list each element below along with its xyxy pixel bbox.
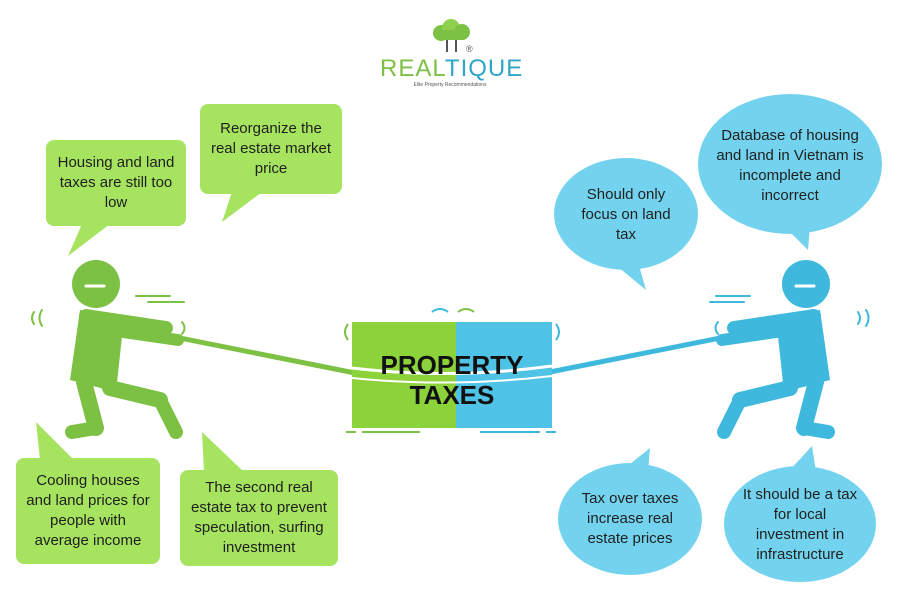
bubble-shape-land-tax	[554, 158, 698, 290]
bubble-shape-reorganize	[200, 104, 342, 222]
bubble-shape-local-investment	[724, 446, 876, 582]
title-line-1: PROPERTY	[380, 350, 524, 380]
right-bubble-shapes	[554, 94, 882, 582]
left-bubble-shapes	[16, 104, 342, 566]
bubble-second-tax: The second real estate tax to prevent sp…	[191, 479, 327, 556]
bubble-local-investment: It should be a tax for local investment …	[742, 486, 858, 563]
title-line-2: TAXES	[409, 380, 495, 410]
bubble-shape-housing-taxes	[46, 140, 186, 256]
bubble-cooling-prices: Cooling houses and land prices for peopl…	[26, 472, 150, 549]
bubble-shape-tax-over-taxes	[558, 448, 702, 575]
bubble-shape-cooling	[16, 422, 160, 564]
logo-brand-part2: TIQUE	[444, 55, 524, 82]
bubble-tax-over-taxes: Tax over taxes increase real estate pric…	[581, 490, 679, 547]
registered-mark: ®	[466, 44, 473, 54]
right-figure-icon	[709, 260, 870, 439]
bubble-shape-second-tax	[180, 432, 338, 566]
logo-tagline: Elite Property Recommendations	[413, 82, 487, 88]
bubble-focus-land-tax: Should only focus on land tax	[581, 186, 671, 243]
property-taxes-box	[344, 308, 560, 433]
left-figure-icon	[31, 260, 186, 439]
logo-tree-icon: ®	[433, 19, 473, 54]
bubble-shape-database	[698, 94, 882, 250]
logo-wordmark: REALTIQUE	[380, 55, 524, 82]
property-taxes-title: PROPERTY TAXES	[352, 345, 552, 415]
logo-brand-part1: REAL	[380, 55, 445, 82]
bubble-housing-taxes-low: Housing and land taxes are still too low	[57, 154, 175, 211]
bubble-database-incomplete: Database of housing and land in Vietnam …	[716, 127, 864, 204]
bubble-reorganize-market-price: Reorganize the real estate market price	[210, 120, 332, 177]
